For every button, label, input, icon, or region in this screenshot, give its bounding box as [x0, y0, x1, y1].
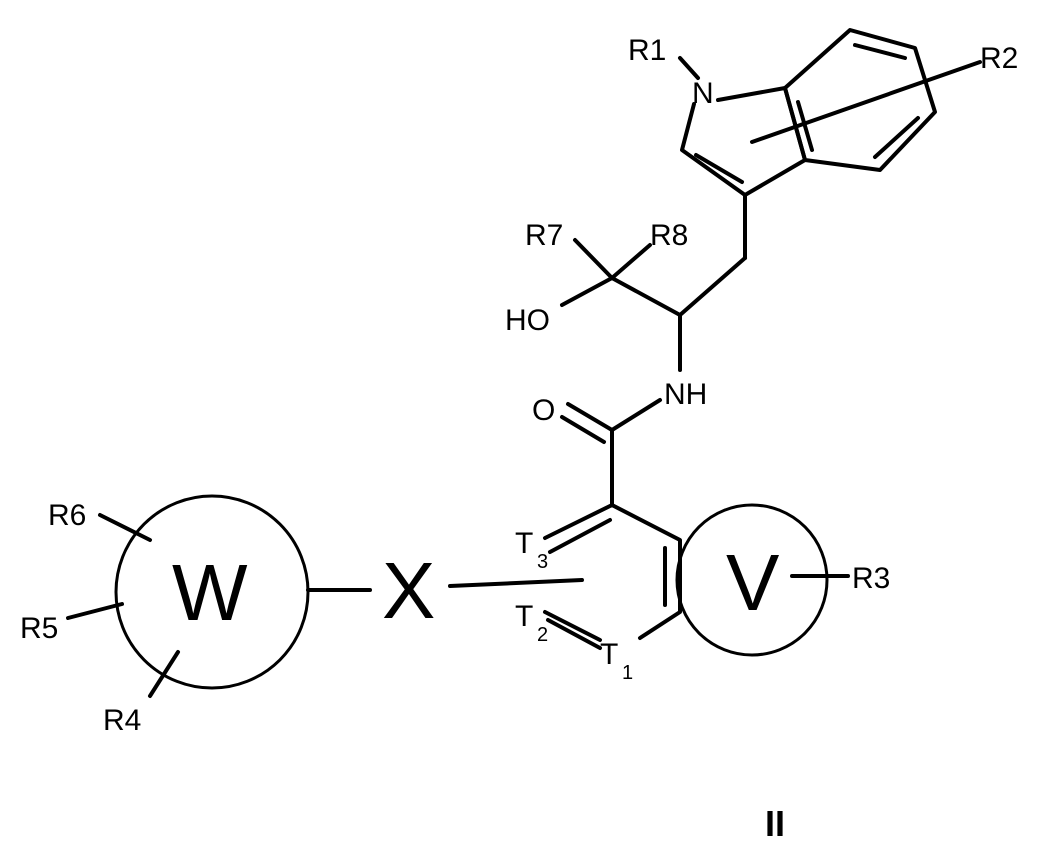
label-ho: HO — [505, 304, 550, 337]
label-r1: R1 — [628, 34, 666, 67]
r4-bond — [148, 650, 180, 698]
benzene-double-2 — [873, 116, 920, 159]
label-r4: R4 — [103, 704, 141, 737]
carbonyl-bond — [566, 402, 614, 432]
label-o: O — [532, 394, 555, 427]
central-bond-t2-t1 — [543, 610, 602, 642]
label-t2: T — [515, 600, 533, 633]
label-nh: NH — [664, 378, 707, 411]
label-r2: R2 — [980, 42, 1018, 75]
label-r6: R6 — [48, 499, 86, 532]
r2-bond — [750, 60, 982, 144]
central-double-1 — [548, 518, 612, 554]
label-w: W — [172, 548, 248, 637]
amide-bond — [610, 398, 662, 432]
r1-bond — [678, 56, 700, 80]
central-ring — [543, 503, 682, 640]
label-t2-sub: 2 — [537, 624, 548, 646]
r5-bond — [66, 602, 124, 620]
benzene-ring — [783, 28, 937, 172]
label-n: N — [692, 77, 714, 110]
r7-bond — [573, 238, 614, 280]
label-t3-sub: 3 — [537, 551, 548, 573]
oh-bond — [560, 276, 614, 307]
label-r3: R3 — [852, 562, 890, 595]
benzene-double-3 — [796, 100, 814, 152]
carbonyl-double — [560, 415, 606, 444]
label-r8: R8 — [650, 219, 688, 252]
carbinol-bond — [610, 276, 682, 317]
label-v: V — [726, 538, 780, 627]
label-t1: T — [600, 638, 618, 671]
chain-bond — [678, 256, 747, 317]
r6-bond — [98, 513, 152, 542]
label-x: X — [382, 546, 435, 635]
label-t3: T — [515, 527, 533, 560]
label-t1-sub: 1 — [622, 662, 633, 684]
label-r5: R5 — [20, 612, 58, 645]
compound-number: II — [765, 803, 785, 844]
x-ring-bond — [448, 578, 584, 588]
r8-bond — [610, 243, 652, 280]
bonds — [66, 28, 982, 698]
pyrrole-ring — [680, 86, 807, 197]
ring-v — [675, 503, 829, 657]
central-double-3 — [546, 618, 602, 650]
label-r7: R7 — [525, 219, 563, 252]
atom-labels: R1 N R2 R7 R8 HO NH O W X V R3 R6 R5 R4 … — [20, 34, 1018, 737]
benzene-double-1 — [853, 43, 907, 60]
pyrrole-double-bond — [694, 153, 744, 184]
